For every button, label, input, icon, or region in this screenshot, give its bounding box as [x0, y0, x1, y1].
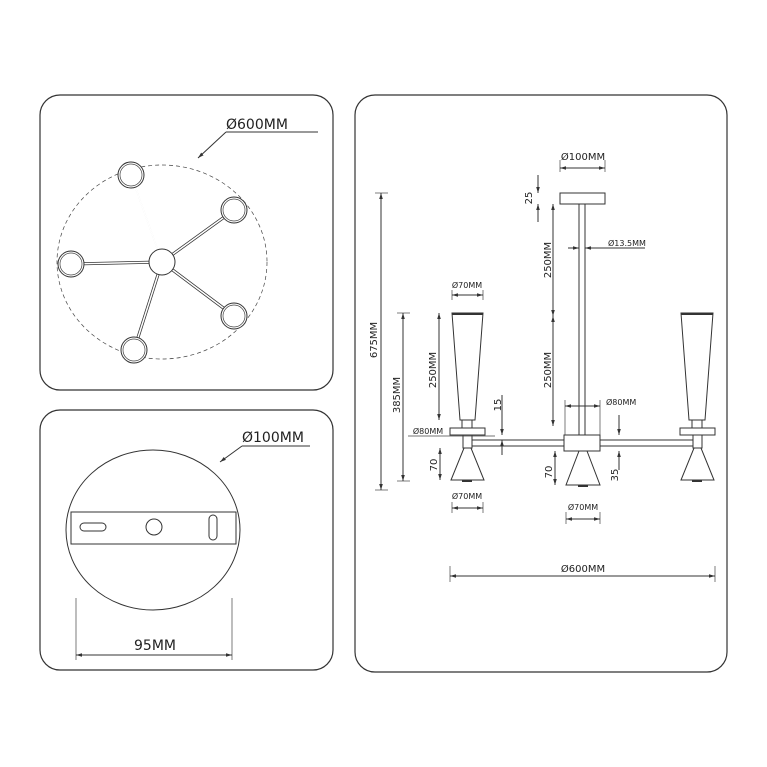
- top-diameter-label: Ø600MM: [226, 117, 288, 133]
- canopy-diameter-dim: Ø100MM: [561, 151, 605, 163]
- cone-height-left-dim: 70: [429, 459, 440, 472]
- hub: [148, 248, 176, 276]
- hub-offset-dim: 35: [610, 469, 621, 482]
- rod-diameter-dim: Ø13.5MM: [608, 238, 646, 248]
- lamp-heads: [57, 161, 248, 364]
- cone-height-center-dim: 70: [544, 466, 555, 479]
- slot-icon: [79, 522, 107, 532]
- rod-lower-dim: 250MM: [543, 352, 554, 388]
- gap-dim: 15: [493, 399, 504, 412]
- right-lamp: [679, 312, 716, 482]
- arms: [70, 174, 235, 351]
- top-view-panel: Ø600MM: [39, 94, 334, 391]
- canopy-view-panel: Ø100MM 95MM: [39, 409, 334, 671]
- shade-height-dim: 250MM: [428, 352, 439, 388]
- canopy-width-label: 95MM: [134, 638, 176, 654]
- cone-diameter-left-dim: Ø70MM: [452, 491, 482, 501]
- rod: [578, 203, 586, 436]
- overall-width-dim: Ø600MM: [561, 563, 605, 575]
- cone-diameter-center-dim: Ø70MM: [568, 502, 598, 512]
- rod-upper-dim: 250MM: [543, 242, 554, 278]
- center-hub: [563, 434, 601, 452]
- shade-diameter-dim: Ø70MM: [452, 280, 482, 290]
- center-lamp: [565, 450, 601, 487]
- diameter-circle: [56, 164, 268, 360]
- total-height-dim: 675MM: [369, 322, 380, 358]
- plate-diameter-dim: Ø80MM: [413, 426, 443, 436]
- hub-diameter-dim: Ø80MM: [606, 397, 636, 407]
- left-lamp: [449, 312, 486, 482]
- canopy: [559, 192, 606, 205]
- hole-icon: [145, 518, 163, 536]
- arm-height-dim: 385MM: [392, 377, 403, 413]
- canopy-diameter-label: Ø100MM: [242, 430, 304, 446]
- canopy-height-dim: 25: [524, 192, 535, 205]
- side-view-panel: Ø100MM 25 250MM 250MM Ø13.5MM 675MM 385M…: [354, 94, 728, 673]
- slot-icon: [208, 514, 218, 541]
